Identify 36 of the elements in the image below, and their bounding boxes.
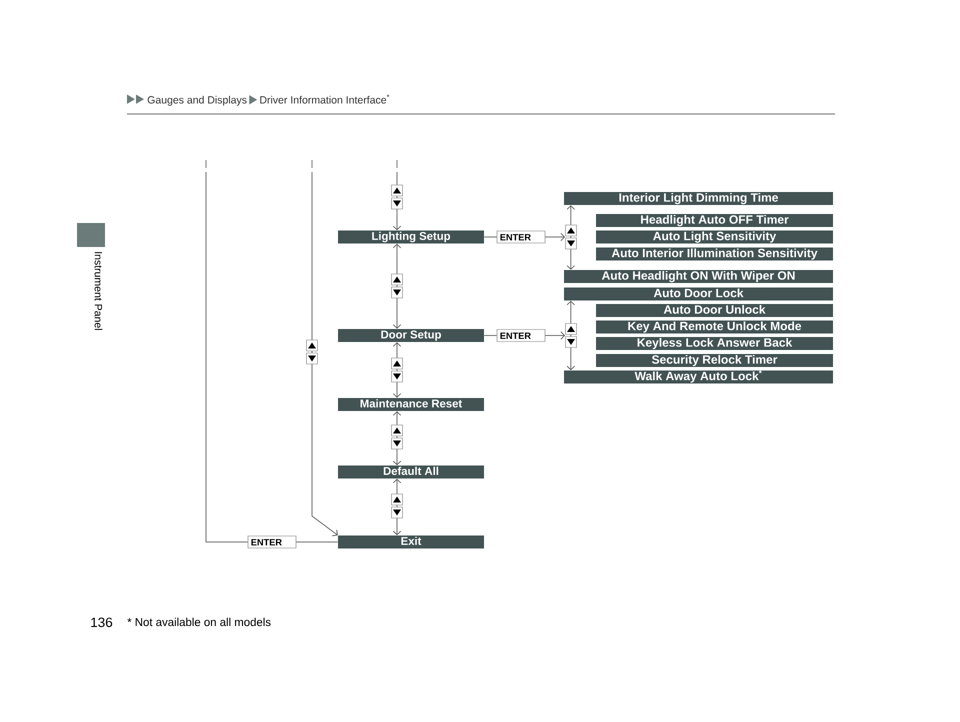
page-number: 136 [91,618,112,628]
menu-item: Default All [338,466,484,478]
double-arrow [392,244,402,329]
double-arrow [566,300,575,370]
breadcrumb-text: Driver Information Interface$^{*}$ [260,94,390,104]
setting-item: Auto Door Lock [564,288,834,300]
double-arrow [392,478,402,536]
menu-item: Lighting Setup [338,230,484,244]
menu-item: Door Setup [338,329,484,342]
setting-item: Auto Headlight ON With Wiper ON [564,270,834,283]
setting-item: Keyless Lock Answer Back [596,337,834,350]
arrow [544,331,565,340]
connector-line [206,172,248,542]
setting-item: Interior Light Dimming Time [564,192,834,205]
setting-item: Auto Interior Illumination Sensitivity [596,248,834,260]
arrow [392,172,402,230]
connector-line [484,236,498,238]
enter-button: ENTER [496,329,546,342]
breadcrumb-text: Gauges and Displays [148,96,247,106]
section-label: Instrument Panel [94,252,102,330]
menu-item: Maintenance Reset [338,398,484,411]
double-arrow [392,342,402,398]
connector-line [484,335,498,336]
footnote: * Not available on all models [127,618,271,626]
menu-item: Exit [338,536,484,548]
double-arrow [392,411,402,466]
setting-item: Auto Door Unlock [596,304,834,317]
setting-item: Key And Remote Unlock Mode [596,320,834,334]
double-arrow [566,205,575,270]
setting-item: Auto Light Sensitivity [596,230,834,244]
arrow [544,232,565,242]
setting-item: Security Relock Timer [596,354,834,367]
enter-button: ENTER [496,230,546,244]
arrow [312,172,338,536]
setting-item: Headlight Auto OFF Timer [596,214,834,227]
enter-button: ENTER [248,536,296,548]
